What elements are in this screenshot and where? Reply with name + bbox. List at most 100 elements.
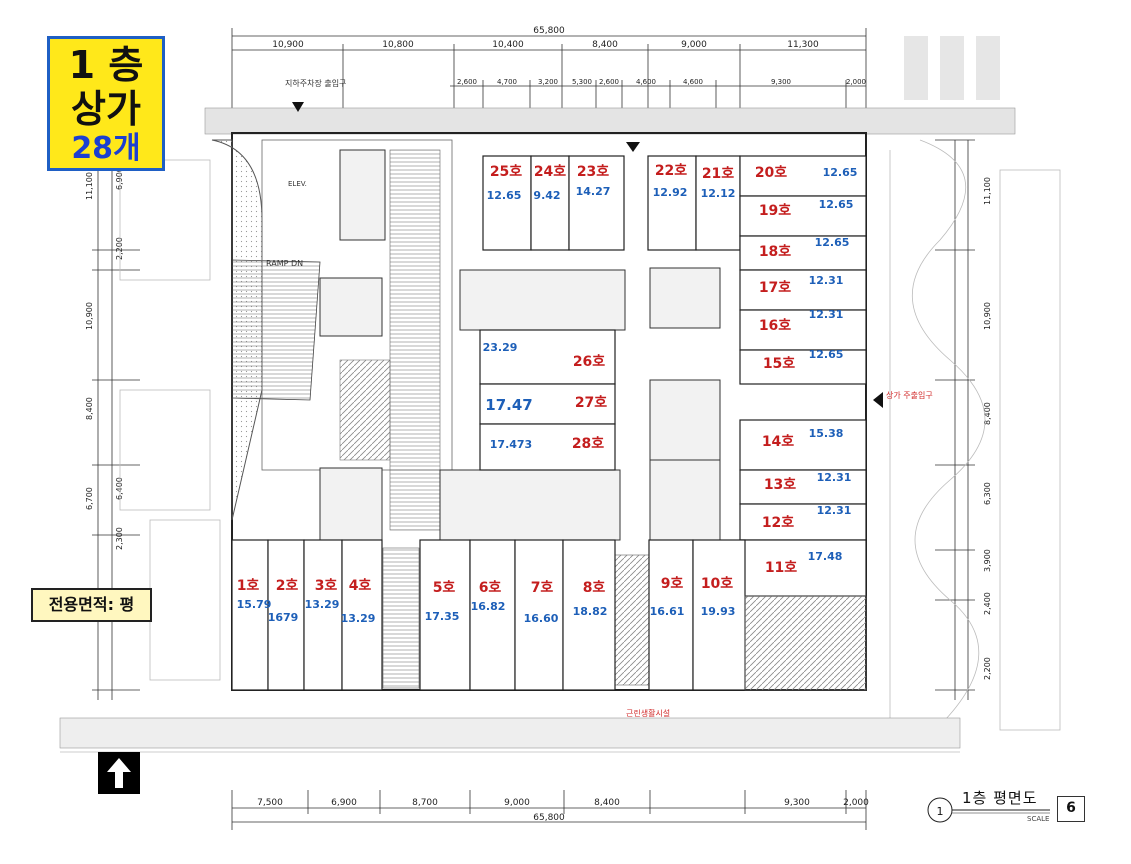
- unit-11-label: 11호: [765, 560, 797, 576]
- unit-16-area: 12.31: [809, 308, 844, 321]
- unit-7-area: 16.60: [524, 612, 559, 625]
- unit-6-area: 16.82: [471, 600, 506, 613]
- top-inner-dim-7: 9,300: [771, 78, 791, 86]
- badge-floor: 1 층: [68, 43, 144, 87]
- top-inner-dim-5: 4,600: [636, 78, 656, 86]
- unit-11-area: 17.48: [808, 550, 843, 563]
- top-total-dim: 65,800: [533, 26, 565, 36]
- bottom-dim-5: 9,300: [784, 798, 810, 808]
- unit-20-area: 12.65: [823, 166, 858, 179]
- units-north-row: [482, 155, 741, 251]
- unit-4-area: 13.29: [341, 612, 376, 625]
- unit-28-area: 17.473: [490, 438, 532, 451]
- bottom-dim-0: 7,500: [257, 798, 283, 808]
- south-sidewalk: [59, 717, 961, 749]
- unit-12-area: 12.31: [817, 504, 852, 517]
- unit-27-area: 17.47: [485, 396, 532, 414]
- south-stair: [382, 547, 420, 689]
- unit-15-label: 15호: [763, 356, 795, 372]
- left-dim-4: 8,400: [85, 397, 94, 420]
- unit-1-area: 15.79: [237, 598, 272, 611]
- unit-1-label: 1호: [237, 578, 260, 594]
- unit-18-label: 18호: [759, 244, 791, 260]
- floor-badge: 1 층 상가 28개: [47, 36, 165, 171]
- unit-28-label: 28호: [572, 436, 604, 452]
- unit-2-area: 1679: [268, 611, 299, 624]
- top-inner-dim-8: 2,000: [846, 78, 866, 86]
- bottom-dimension-lines: [231, 790, 867, 830]
- top-inner-dim-3: 5,300: [572, 78, 592, 86]
- top-dim-0: 10,900: [272, 40, 304, 50]
- units-central: [479, 329, 616, 471]
- context-outlines: [119, 139, 1061, 731]
- top-dim-3: 8,400: [592, 40, 618, 50]
- unit-8-label: 8호: [583, 580, 606, 596]
- unit-24-area: 9.42: [533, 189, 560, 202]
- bottom-dim-2: 8,700: [412, 798, 438, 808]
- left-dim-1: 6,900: [115, 167, 124, 190]
- top-inner-dim-2: 3,200: [538, 78, 558, 86]
- unit-17-label: 17호: [759, 280, 791, 296]
- unit-4-label: 4호: [349, 578, 372, 594]
- unit-25-area: 12.65: [487, 189, 522, 202]
- unit-13-label: 13호: [764, 477, 796, 493]
- unit-3-label: 3호: [315, 578, 338, 594]
- area-unit-legend: 전용면적: 평: [31, 588, 152, 622]
- unit-9-label: 9호: [661, 576, 684, 592]
- right-dim-5: 2,400: [983, 592, 992, 615]
- left-dim-2: 2,200: [115, 237, 124, 260]
- top-dim-1: 10,800: [382, 40, 414, 50]
- left-dim-7: 2,300: [115, 527, 124, 550]
- unit-26-area: 23.29: [483, 341, 518, 354]
- unit-17-area: 12.31: [809, 274, 844, 287]
- top-inner-dim-0: 2,600: [457, 78, 477, 86]
- unit-22-area: 12.92: [653, 186, 688, 199]
- unit-10-area: 19.93: [701, 605, 736, 618]
- north-arrow-icon: [98, 752, 140, 794]
- badge-type: 상가: [71, 87, 141, 131]
- unit-12-label: 12호: [762, 515, 794, 531]
- left-dim-3: 10,900: [85, 302, 94, 330]
- public-facility-note: 근린생활시설: [626, 708, 670, 718]
- unit-14-label: 14호: [762, 434, 794, 450]
- unit-labels: 1호15.792호16793호13.294호13.295호17.356호16.8…: [237, 163, 858, 625]
- unit-22-label: 22호: [655, 163, 687, 179]
- caption-marker: [927, 797, 1050, 823]
- page-number: 6: [1057, 796, 1085, 822]
- plan-notes: 지하주차장 출입구 RAMP DN ELEV. 상가 주출입구 근린생활시설: [266, 78, 933, 718]
- unit-19-area: 12.65: [819, 198, 854, 211]
- ramp-lanes: [231, 259, 321, 401]
- top-inner-dim-6: 4,600: [683, 78, 703, 86]
- left-dim-6: 6,400: [115, 477, 124, 500]
- unit-7-label: 7호: [531, 580, 554, 596]
- right-dim-0: 11,100: [983, 177, 992, 205]
- bottom-dim-3: 9,000: [504, 798, 530, 808]
- drawing-title: 1층 평면도: [962, 789, 1038, 807]
- scale-label: SCALE: [1027, 815, 1050, 823]
- right-dim-2: 8,400: [983, 402, 992, 425]
- caption-number-badge: 1: [937, 805, 944, 818]
- bottom-dim-4: 8,400: [594, 798, 620, 808]
- cores: [319, 149, 721, 541]
- southeast-service-area: [744, 595, 867, 691]
- left-dim-5: 6,700: [85, 487, 94, 510]
- right-dim-3: 6,300: [983, 482, 992, 505]
- unit-26-label: 26호: [573, 354, 605, 370]
- unit-5-label: 5호: [433, 580, 456, 596]
- right-dim-4: 3,900: [983, 549, 992, 572]
- unit-5-area: 17.35: [425, 610, 460, 623]
- elevator-note: ELEV.: [288, 180, 307, 188]
- bottom-dim-1: 6,900: [331, 798, 357, 808]
- top-dim-4: 9,000: [681, 40, 707, 50]
- top-dim-5: 11,300: [787, 40, 819, 50]
- unit-15-area: 12.65: [809, 348, 844, 361]
- unit-21-label: 21호: [702, 166, 734, 182]
- unit-18-area: 12.65: [815, 236, 850, 249]
- bottom-dim-6: 2,000: [843, 798, 869, 808]
- top-inner-dim-1: 4,700: [497, 78, 517, 86]
- unit-21-area: 12.12: [701, 187, 736, 200]
